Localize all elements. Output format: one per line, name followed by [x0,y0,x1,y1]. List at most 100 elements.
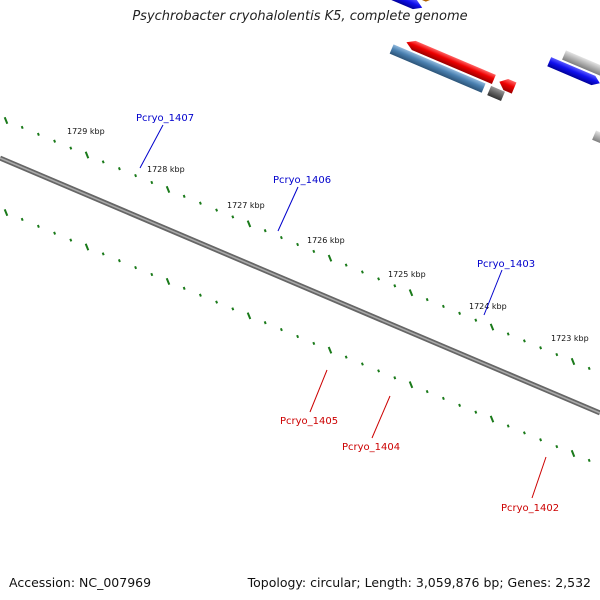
minor-tick [263,321,267,325]
minor-tick [101,160,105,164]
minor-tick [458,403,462,407]
minor-tick [587,458,591,463]
minor-tick [215,300,219,304]
minor-tick [53,139,57,143]
minor-tick [231,215,235,219]
feature-bar-lightgray[interactable] [592,130,600,194]
tick-label: 1723 kbp [551,334,589,343]
pcryo-1403-gene-arrow[interactable] [547,57,600,88]
accession-label: Accession: NC_007969 [9,575,152,590]
minor-tick [555,352,559,357]
minor-tick [215,208,219,212]
minor-tick [506,424,510,428]
genome-summary: Topology: circular; Length: 3,059,876 bp… [247,575,591,590]
minor-tick [134,173,138,178]
major-tick [165,277,171,285]
minor-tick [539,346,543,350]
minor-tick [425,297,429,302]
major-tick [84,243,90,251]
feature-bar-steelblue[interactable] [389,44,486,93]
callout-line [531,456,547,499]
minor-tick [360,362,364,366]
pcryo-1404-gene-arrow[interactable] [497,76,517,94]
minor-tick [522,431,526,435]
minor-tick [231,307,235,311]
gene-label-pcryo-1404[interactable]: Pcryo_1404 [342,442,400,453]
tick-label: 1726 kbp [307,236,345,245]
minor-tick [458,311,462,315]
minor-tick [474,410,478,414]
minor-tick [53,231,57,235]
feature-bar-darkgray[interactable] [487,85,505,101]
minor-tick [182,286,186,290]
minor-tick [182,194,186,198]
minor-tick [539,438,543,442]
callout-line [309,369,328,413]
minor-tick [36,132,40,136]
minor-tick [150,272,154,277]
minor-tick [117,167,121,171]
minor-tick [344,355,348,359]
major-tick [3,116,9,125]
minor-tick [296,334,300,339]
minor-tick [150,180,154,185]
minor-tick [20,217,24,222]
minor-tick [555,444,559,449]
minor-tick [279,235,283,240]
gene-label-pcryo-1405[interactable]: Pcryo_1405 [280,416,338,427]
major-tick [489,415,495,423]
gene-label-pcryo-1407[interactable]: Pcryo_1407 [136,113,194,124]
major-tick [3,209,9,217]
major-tick [489,323,495,331]
minor-tick [425,389,429,394]
map-title: Psychrobacter cryohalolentis K5, complet… [132,9,468,24]
major-tick [246,312,252,320]
genome-backbone-highlight [0,157,600,414]
minor-tick [69,146,73,150]
tick-label: 1727 kbp [227,201,265,210]
minor-tick [441,396,445,401]
minor-tick [344,263,348,267]
major-tick [408,381,414,389]
minor-tick [263,229,267,233]
gene-label-pcryo-1403[interactable]: Pcryo_1403 [477,259,535,270]
gene-label-pcryo-1406[interactable]: Pcryo_1406 [273,175,331,186]
callout-line [277,186,299,232]
pcryo-1406-gene-arrow[interactable] [352,0,424,12]
major-tick [165,185,171,193]
minor-tick [393,376,397,380]
major-tick [408,289,414,297]
feature-bar-gray[interactable] [562,50,600,80]
major-tick [327,346,333,354]
minor-tick [279,327,283,332]
pcryo-1405-gene-arrow[interactable] [404,38,496,85]
major-tick [246,220,252,228]
lower-tick-ruler [3,209,591,463]
minor-tick [377,369,381,373]
callout-line [139,124,164,169]
major-tick [570,449,576,458]
minor-tick [134,265,138,270]
minor-tick [20,125,24,130]
major-tick [84,151,90,159]
minor-tick [377,277,381,281]
minor-tick [441,304,445,309]
minor-tick [117,259,121,263]
gene-label-pcryo-1402[interactable]: Pcryo_1402 [501,503,559,514]
minor-tick [296,242,300,247]
minor-tick [69,238,73,242]
minor-tick [312,341,316,346]
minor-tick [474,318,478,322]
major-tick [327,254,333,262]
tick-label: 1725 kbp [388,270,426,279]
minor-tick [360,270,364,274]
minor-tick [506,332,510,336]
minor-tick [312,249,316,254]
minor-tick [36,224,40,228]
callout-line [371,395,391,439]
minor-tick [198,293,202,297]
minor-tick [101,252,105,256]
tick-label: 1729 kbp [67,127,105,136]
minor-tick [198,201,202,205]
